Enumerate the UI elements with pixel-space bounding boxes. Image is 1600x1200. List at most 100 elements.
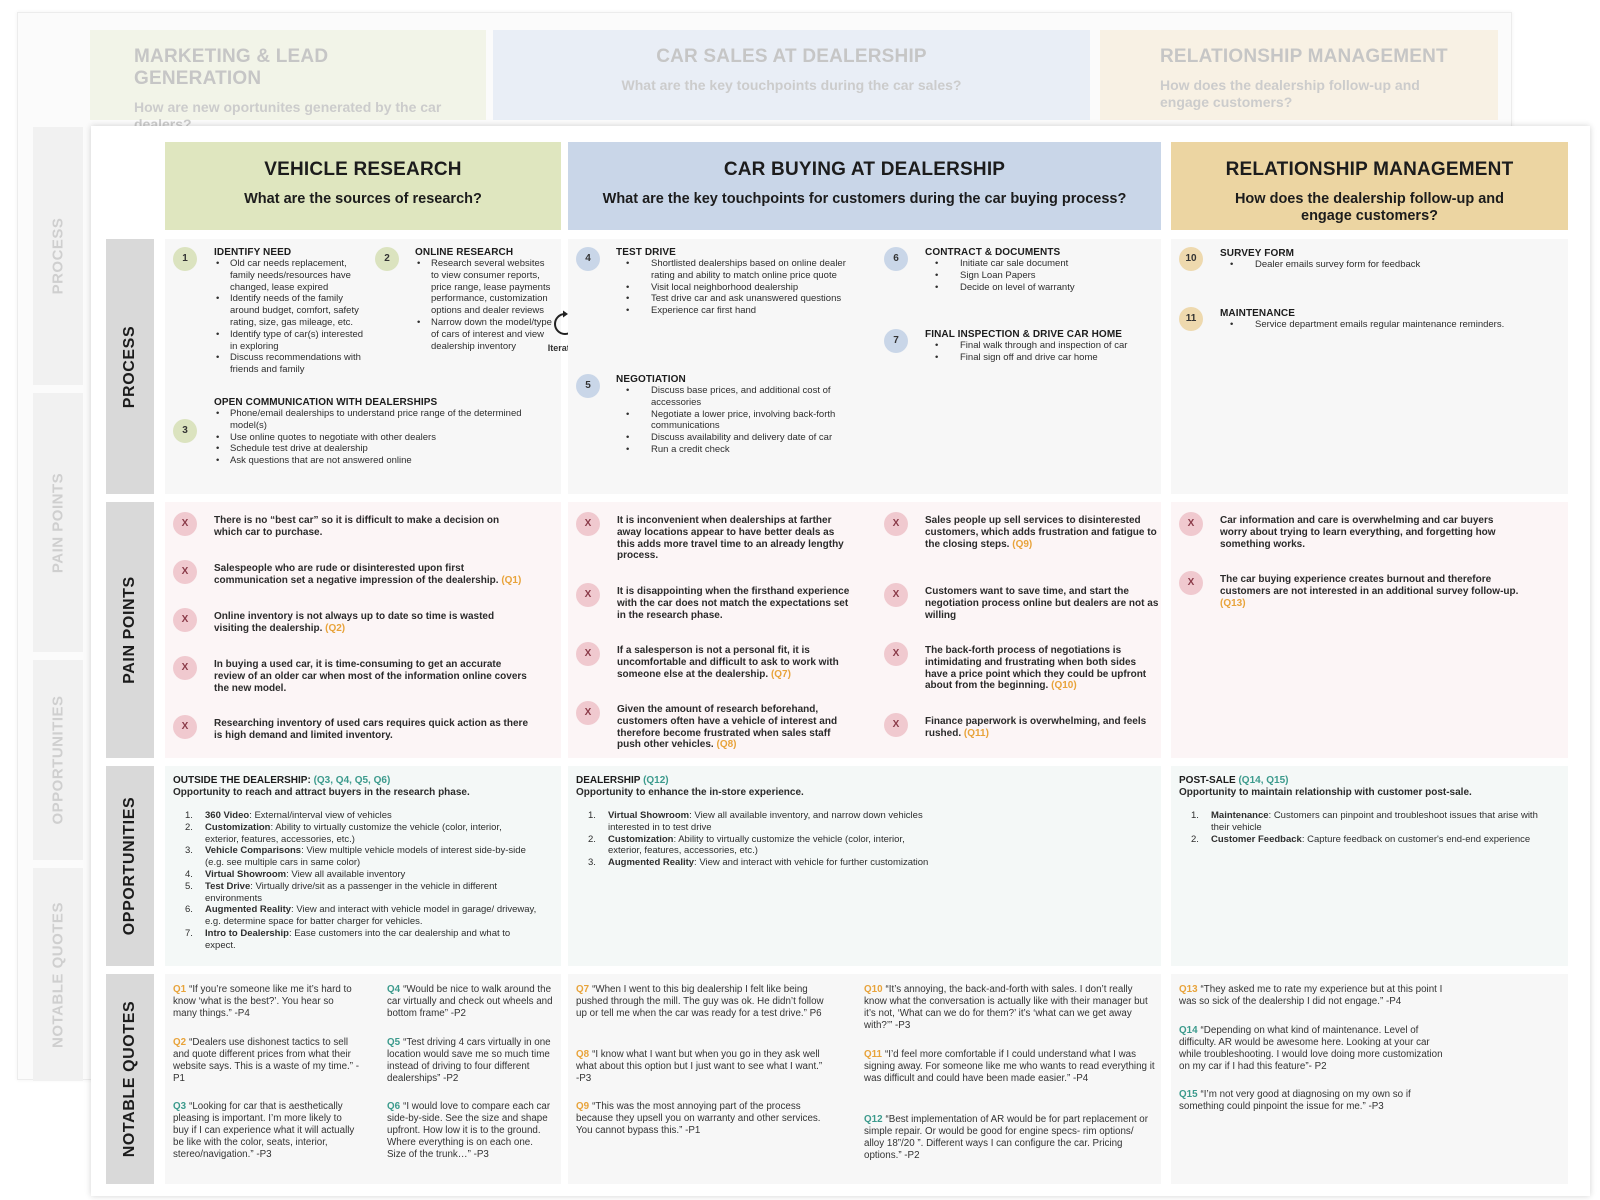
opportunity-item: 7.Intro to Dealership: Ease customers in… xyxy=(185,927,511,951)
process-cell-research: 1 IDENTIFY NEED Old car needs replacemen… xyxy=(165,239,561,494)
notable-quote: Q5“Test driving 4 cars virtually in one … xyxy=(387,1037,553,1085)
row-label-pain-points: PAIN POINTS xyxy=(106,502,154,758)
quote-reference: (Q1) xyxy=(501,574,522,586)
quotes-cell-dealership: Q7“When I went to this big dealership I … xyxy=(568,974,1161,1184)
quote-reference: (Q11) xyxy=(963,727,989,739)
step-bullet: Final walk through and inspection of car xyxy=(933,340,1153,352)
step-title: CONTRACT & DOCUMENTS xyxy=(925,247,1061,258)
pain-point-text: If a salesperson is not a personal fit, … xyxy=(617,645,839,680)
quotes-cell-relationship: Q13“They asked me to rate my experience … xyxy=(1171,974,1568,1184)
quote-id: Q10 xyxy=(864,984,883,995)
step-bullets: Dealer emails survey form for feedback xyxy=(1220,259,1560,271)
step-bullet: Test drive car and ask unanswered questi… xyxy=(624,293,846,305)
quote-text: “I would love to compare each car side-b… xyxy=(387,1101,551,1160)
quote-reference: (Q8) xyxy=(716,739,737,751)
quote-id: Q12 xyxy=(864,1114,883,1125)
back-phase-marketing: MARKETING & LEAD GENERATION How are new … xyxy=(90,30,486,132)
back-row-label-process: PROCESS xyxy=(33,127,83,385)
quote-reference: (Q2) xyxy=(325,622,346,634)
opportunity-cell-outside: OUTSIDE THE DEALERSHIP: (Q3, Q4, Q5, Q6)… xyxy=(165,766,561,966)
step-bullets: Old car needs replacement, family needs/… xyxy=(214,258,364,376)
pain-x-icon: X xyxy=(576,583,600,607)
step-title: NEGOTIATION xyxy=(616,374,686,385)
quote-text: “Dealers use dishonest tactics to sell a… xyxy=(173,1037,360,1084)
notable-quote: Q9“This was the most annoying part of th… xyxy=(576,1101,826,1137)
phase-title: CAR BUYING AT DEALERSHIP xyxy=(723,159,1006,180)
step-number-badge: 6 xyxy=(884,247,908,271)
step-bullet: Run a credit check xyxy=(624,444,846,456)
pain-x-icon: X xyxy=(1179,512,1203,536)
phase-header-car-buying: CAR BUYING AT DEALERSHIP What are the ke… xyxy=(568,142,1161,230)
step-title: MAINTENANCE xyxy=(1220,308,1295,319)
step-bullet: Final sign off and drive car home xyxy=(933,352,1153,364)
quote-id: Q5 xyxy=(387,1037,401,1048)
step-bullet: Schedule test drive at dealership xyxy=(214,443,534,455)
step-bullet: Dealer emails survey form for feedback xyxy=(1228,259,1560,271)
quote-text: “Best implementation of AR would be for … xyxy=(864,1114,1148,1161)
pain-point-text: Customers want to save time, and start t… xyxy=(925,586,1159,621)
back-row-label-opportunities: OPPORTUNITIES xyxy=(33,660,83,860)
quote-text: “If you’re someone like me it’s hard to … xyxy=(173,984,352,1019)
quote-id: Q4 xyxy=(387,984,401,995)
back-row-label-pain-points: PAIN POINTS xyxy=(33,393,83,652)
pain-point-text: Salespeople who are rude or disintereste… xyxy=(214,563,499,586)
phase-question: How does the dealership follow-up and en… xyxy=(1234,191,1505,224)
step-bullet: Discuss base prices, and additional cost… xyxy=(624,385,846,409)
step-bullets: Service department emails regular mainte… xyxy=(1220,319,1560,331)
phase-title: RELATIONSHIP MANAGEMENT xyxy=(1225,159,1514,180)
phase-header-vehicle-research: VEHICLE RESEARCH What are the sources of… xyxy=(165,142,561,230)
opportunity-subheading: Opportunity to maintain relationship wit… xyxy=(1179,787,1472,798)
opportunity-item: 2.Customization: Ability to virtually cu… xyxy=(588,833,905,857)
step-bullets: Initiate car sale document Sign Loan Pap… xyxy=(925,258,1153,293)
back-phase-title: MARKETING & LEAD GENERATION xyxy=(134,46,329,89)
notable-quote: Q1“If you’re someone like me it’s hard t… xyxy=(173,984,359,1020)
quote-id: Q1 xyxy=(173,984,187,995)
step-bullets: Shortlisted dealerships based on online … xyxy=(616,258,846,317)
quote-reference: (Q12) xyxy=(643,775,669,786)
pain-point-text: It is inconvenient when dealerships at f… xyxy=(617,515,844,562)
notable-quote: Q15“I’m not very good at diagnosing on m… xyxy=(1179,1089,1429,1113)
notable-quote: Q12“Best implementation of AR would be f… xyxy=(864,1114,1156,1162)
step-bullet: Identify needs of the family around budg… xyxy=(214,293,364,328)
step-bullet: Identify type of car(s) interested in ex… xyxy=(214,329,364,353)
notable-quote: Q10“It’s annoying, the back-and-forth wi… xyxy=(864,984,1156,1032)
step-bullets: Phone/email dealerships to understand pr… xyxy=(214,408,534,467)
journey-map-sheet: VEHICLE RESEARCH What are the sources of… xyxy=(91,126,1590,1196)
step-title: ONLINE RESEARCH xyxy=(415,247,514,258)
notable-quote: Q13“They asked me to rate my experience … xyxy=(1179,984,1449,1008)
phase-question: What are the key touchpoints for custome… xyxy=(602,191,1127,207)
step-bullet: Visit local neighborhood dealership xyxy=(624,282,846,294)
step-title: SURVEY FORM xyxy=(1220,248,1295,259)
quote-id: Q13 xyxy=(1179,984,1198,995)
opportunity-cell-dealership: DEALERSHIP (Q12) Opportunity to enhance … xyxy=(568,766,1161,966)
pain-point-text: The back-forth process of negotiations i… xyxy=(925,645,1147,692)
quote-text: “Looking for car that is aesthetically p… xyxy=(173,1101,355,1160)
process-cell-relationship: 10 SURVEY FORM Dealer emails survey form… xyxy=(1171,239,1568,494)
step-bullet: Service department emails regular mainte… xyxy=(1228,319,1560,331)
quote-text: “This was the most annoying part of the … xyxy=(576,1101,821,1136)
quote-text: “They asked me to rate my experience but… xyxy=(1179,984,1443,1007)
step-bullets: Final walk through and inspection of car… xyxy=(925,340,1153,364)
opportunity-item: 1.Maintenance: Customers can pinpoint an… xyxy=(1191,810,1538,833)
quote-id: Q6 xyxy=(387,1101,401,1112)
step-bullet: Use online quotes to negotiate with othe… xyxy=(214,432,534,444)
notable-quote: Q2“Dealers use dishonest tactics to sell… xyxy=(173,1037,359,1085)
step-number-badge: 1 xyxy=(173,247,197,271)
step-bullet: Sign Loan Papers xyxy=(933,270,1153,282)
opportunity-item: 2.Customization: Ability to virtually cu… xyxy=(185,821,502,845)
quote-reference: (Q13) xyxy=(1220,597,1246,609)
notable-quote: Q6“I would love to compare each car side… xyxy=(387,1101,553,1161)
opportunity-cell-post-sale: POST-SALE (Q14, Q15) Opportunity to main… xyxy=(1171,766,1568,966)
back-phase-question: What are the key touchpoints during the … xyxy=(621,77,962,93)
step-bullet: Negotiate a lower price, involving back-… xyxy=(624,409,846,433)
opportunity-item: 3.Vehicle Comparisons: View multiple veh… xyxy=(185,845,526,869)
step-number-badge: 7 xyxy=(884,329,908,353)
pain-x-icon: X xyxy=(884,713,908,737)
pain-x-icon: X xyxy=(1179,571,1203,595)
row-label-notable-quotes: NOTABLE QUOTES xyxy=(106,974,154,1184)
notable-quote: Q3“Looking for car that is aesthetically… xyxy=(173,1101,359,1161)
phase-header-relationship-management: RELATIONSHIP MANAGEMENT How does the dea… xyxy=(1171,142,1568,230)
opportunity-subheading: Opportunity to reach and attract buyers … xyxy=(173,787,470,798)
quote-text: “Test driving 4 cars virtually in one lo… xyxy=(387,1037,551,1084)
step-number-badge: 5 xyxy=(576,374,600,398)
